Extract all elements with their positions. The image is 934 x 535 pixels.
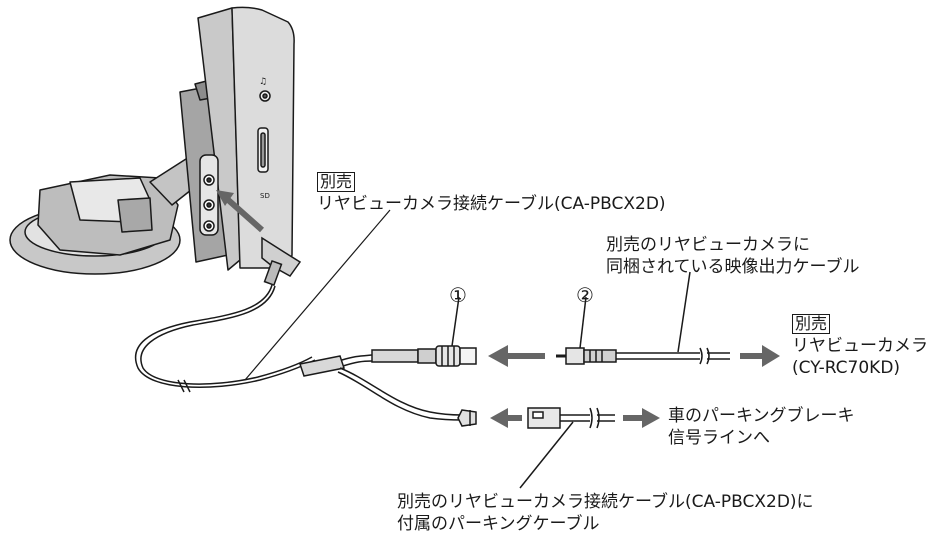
camera-label-line1: リヤビューカメラ bbox=[792, 336, 928, 356]
camera-label: 別売 リヤビューカメラ (CY-RC70KD) bbox=[792, 313, 928, 379]
brake-label-line2: 信号ラインへ bbox=[668, 428, 770, 448]
parking-cable-label: 別売のリヤビューカメラ接続ケーブル(CA-PBCX2D)に 付属のパーキングケー… bbox=[397, 491, 814, 535]
connector-2 bbox=[556, 296, 617, 365]
main-cable-sold-separately-tag: 別売 bbox=[317, 172, 356, 192]
connect-arrow-1-2 bbox=[488, 345, 545, 367]
to-brake-arrow bbox=[623, 408, 660, 428]
parking-cable-label-line2: 付属のパーキングケーブル bbox=[397, 514, 600, 534]
parking-cable bbox=[457, 409, 477, 427]
to-camera-arrow bbox=[740, 345, 780, 367]
camera-label-line2: (CY-RC70KD) bbox=[792, 358, 901, 378]
connector-1 bbox=[417, 296, 477, 367]
main-cable-name: リヤビューカメラ接続ケーブル(CA-PBCX2D) bbox=[317, 194, 666, 214]
video-cable-label: 別売のリヤビューカメラに 同梱されている映像出力ケーブル bbox=[606, 234, 859, 278]
parking-arrow-left bbox=[490, 408, 522, 428]
video-cable-label-line2: 同梱されている映像出力ケーブル bbox=[606, 257, 860, 277]
navigation-unit-illustration: ♫ SD bbox=[9, 6, 295, 275]
main-cable-label: 別売 リヤビューカメラ接続ケーブル(CA-PBCX2D) bbox=[317, 171, 666, 215]
brake-label-line1: 車のパーキングブレーキ bbox=[668, 406, 855, 426]
camera-connection-cable bbox=[134, 236, 316, 393]
video-cable-label-line1: 別売のリヤビューカメラに bbox=[606, 235, 810, 255]
insert-arrow bbox=[216, 190, 264, 233]
brake-signal-label: 車のパーキングブレーキ 信号ラインへ bbox=[668, 405, 855, 449]
cable-junction bbox=[299, 349, 463, 421]
camera-sold-separately-tag: 別売 bbox=[792, 314, 831, 334]
video-output-cable bbox=[616, 271, 730, 365]
marker-2: ② bbox=[576, 283, 594, 307]
svg-text:SD: SD bbox=[260, 192, 270, 200]
marker-1: ① bbox=[449, 283, 467, 307]
svg-text:♫: ♫ bbox=[259, 77, 267, 87]
parking-connector bbox=[519, 407, 615, 489]
main-cable-leader bbox=[244, 209, 391, 381]
parking-cable-label-line1: 別売のリヤビューカメラ接続ケーブル(CA-PBCX2D)に bbox=[397, 492, 814, 512]
